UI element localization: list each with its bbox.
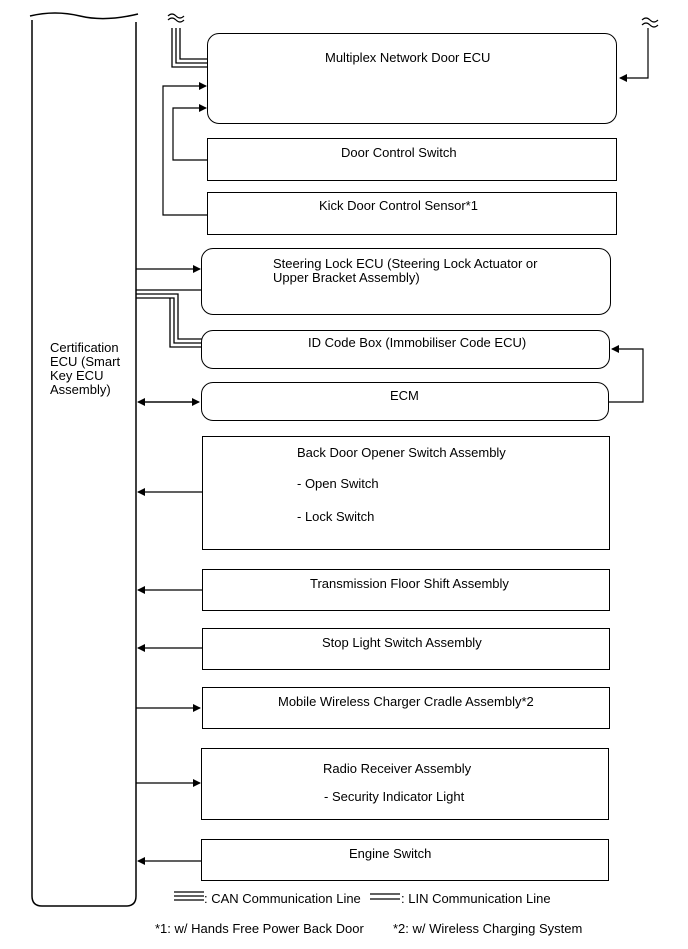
back-door-opener-switch-label: Back Door Opener Switch Assembly <box>297 445 506 460</box>
engine-switch-box <box>201 839 609 881</box>
door-control-switch-label: Door Control Switch <box>341 145 457 160</box>
kick-door-control-sensor-label: Kick Door Control Sensor*1 <box>319 198 478 213</box>
id-code-box <box>201 330 610 369</box>
steering-lock-ecu-box <box>201 248 611 315</box>
certification-ecu-outline <box>29 12 139 907</box>
legend-lin-label: : LIN Communication Line <box>401 891 551 906</box>
transmission-floor-shift-label: Transmission Floor Shift Assembly <box>310 576 509 591</box>
cert-label-line: Key ECU <box>50 368 104 383</box>
certification-ecu-label: Certification ECU (Smart Key ECU Assembl… <box>50 341 120 397</box>
id-code-box-label: ID Code Box (Immobiliser Code ECU) <box>308 335 527 350</box>
mobile-wireless-charger-box <box>202 687 610 729</box>
steering-lock-ecu-label-line2: Upper Bracket Assembly) <box>273 270 420 285</box>
kick-sensor-link <box>162 82 208 216</box>
footnote-2: *2: w/ Wireless Charging System <box>393 921 583 936</box>
legend-can-label: : CAN Communication Line <box>204 891 361 906</box>
door-control-switch-box <box>207 138 617 181</box>
radio-receiver-label: Radio Receiver Assembly <box>323 761 472 776</box>
stop-light-switch-label: Stop Light Switch Assembly <box>322 635 482 650</box>
lock-switch-label: - Lock Switch <box>297 509 375 524</box>
transmission-floor-shift-box <box>202 569 610 611</box>
lin-line-immobiliser <box>136 289 203 348</box>
cert-label-line: ECU (Smart <box>50 354 121 369</box>
security-indicator-label: - Security Indicator Light <box>324 789 465 804</box>
engine-switch-label: Engine Switch <box>349 846 432 861</box>
footnote-1: *1: w/ Hands Free Power Back Door <box>155 921 364 936</box>
ecm-box <box>201 382 609 421</box>
multiplex-right-link <box>619 17 659 82</box>
can-line-multiplex <box>167 13 208 68</box>
door-control-link <box>172 104 208 161</box>
ecm-idcode-link <box>609 345 644 403</box>
kick-door-control-sensor-box <box>207 192 617 235</box>
cert-label-line: Certification <box>50 340 119 355</box>
back-door-opener-switch-box <box>202 436 610 550</box>
mobile-wireless-charger-label: Mobile Wireless Charger Cradle Assembly*… <box>278 694 534 709</box>
stop-light-switch-box <box>202 628 610 670</box>
open-switch-label: - Open Switch <box>297 476 379 491</box>
ecm-label: ECM <box>390 388 419 403</box>
legend-lin-symbol <box>370 893 400 900</box>
cert-label-line: Assembly) <box>50 382 111 397</box>
multiplex-network-door-ecu-box <box>207 33 617 124</box>
multiplex-network-door-ecu-label: Multiplex Network Door ECU <box>325 50 491 65</box>
steering-lock-ecu-label-line1: Steering Lock ECU (Steering Lock Actuato… <box>273 256 538 271</box>
radio-receiver-box <box>201 748 609 820</box>
legend-can-symbol <box>174 891 204 901</box>
